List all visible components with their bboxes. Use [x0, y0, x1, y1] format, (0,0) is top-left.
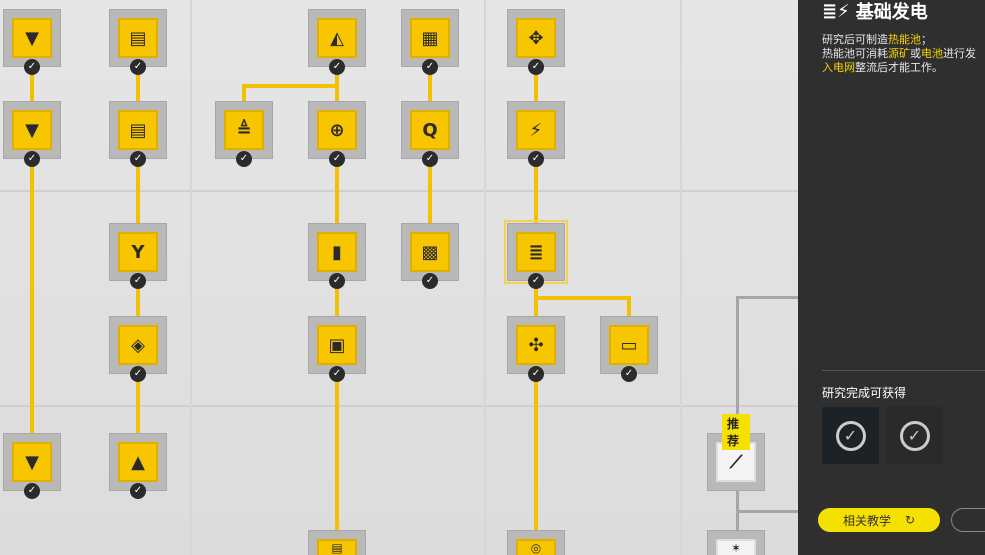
check-icon: ✓ [528, 151, 544, 167]
check-icon: ✓ [130, 59, 146, 75]
tech-icon: ✣ [516, 325, 556, 365]
tech-node[interactable]: Y✓ [109, 223, 167, 289]
tech-node-selected[interactable]: ≣✓ [504, 220, 568, 289]
tech-node[interactable]: ▼✓ [3, 101, 61, 167]
tech-node[interactable]: ▣✓ [308, 316, 366, 382]
grid-line [0, 190, 798, 192]
tech-icon: ✥ [516, 18, 556, 58]
tech-icon: ▲ [118, 442, 158, 482]
check-icon: ✓ [130, 366, 146, 382]
check-icon: ✓ [24, 483, 40, 499]
tech-icon: ▭ [609, 325, 649, 365]
check-icon: ✓ [329, 366, 345, 382]
grid-line [680, 0, 682, 555]
tech-icon: ▼ [12, 110, 52, 150]
tech-icon: ▦ [410, 18, 450, 58]
tutorial-link-icon: ↻ [904, 513, 916, 527]
connector [242, 84, 339, 88]
tech-node[interactable]: ▤✓ [109, 101, 167, 167]
check-icon: ✓ [329, 151, 345, 167]
check-icon: ✓ [422, 273, 438, 289]
grid-line [0, 405, 798, 407]
connector [335, 38, 339, 555]
check-icon: ✓ [130, 483, 146, 499]
connector [30, 38, 34, 462]
tech-icon: ◈ [118, 325, 158, 365]
tech-node-recommended[interactable]: 推荐⟋ [707, 414, 765, 491]
tech-node[interactable]: Q✓ [401, 101, 459, 167]
tech-tree-canvas[interactable]: ▼✓ ▼✓ ▼✓ ▤✓ ▤✓ Y✓ ◈✓ ▲✓ ≜✓ ◭✓ ⊕✓ ▮✓ ▣✓ ▤… [0, 0, 798, 555]
check-circle-icon: ✓ [899, 420, 930, 451]
check-icon: ✓ [24, 59, 40, 75]
check-icon: ✓ [422, 59, 438, 75]
tech-icon: Q [410, 110, 450, 150]
connector [534, 296, 631, 300]
tech-icon: Y [118, 232, 158, 272]
tech-icon: ⚡ [516, 110, 556, 150]
tech-node[interactable]: ⊕✓ [308, 101, 366, 167]
check-icon: ✓ [329, 59, 345, 75]
grid-line [484, 0, 486, 555]
check-icon: ✓ [422, 151, 438, 167]
tech-icon: ▤ [118, 18, 158, 58]
grid-line [190, 0, 192, 555]
tech-icon: ◎ [516, 539, 556, 555]
tech-node[interactable]: ≜✓ [215, 101, 273, 167]
tech-icon: ⊕ [317, 110, 357, 150]
check-icon: ✓ [130, 151, 146, 167]
check-icon: ✓ [236, 151, 252, 167]
check-icon: ✓ [329, 273, 345, 289]
tech-icon: ▼ [12, 18, 52, 58]
tech-icon: ◭ [317, 18, 357, 58]
tech-node[interactable]: ▤✓ [109, 9, 167, 75]
tech-node[interactable]: ◈✓ [109, 316, 167, 382]
tech-icon: ▣ [317, 325, 357, 365]
tech-node[interactable]: ▤ [308, 530, 366, 555]
tech-description: 研究后可制造热能池； 热能池可消耗源矿或电池进行发 入电网整流后才能工作。 [822, 33, 976, 74]
tech-node[interactable]: ▼✓ [3, 9, 61, 75]
secondary-button[interactable] [951, 508, 985, 532]
tutorial-button[interactable]: 相关教学↻ [818, 508, 940, 532]
reward-item[interactable]: ✓ [822, 407, 879, 464]
power-generation-icon: ≣ [516, 232, 556, 272]
tech-node[interactable]: ▩✓ [401, 223, 459, 289]
check-icon: ✓ [24, 151, 40, 167]
power-generation-icon: ≣⚡ [822, 0, 850, 22]
connector-locked [736, 296, 798, 299]
panel-title: ≣⚡基础发电 [822, 0, 928, 24]
tech-node[interactable]: ▲✓ [109, 433, 167, 499]
tech-detail-panel: ≣⚡基础发电 研究后可制造热能池； 热能池可消耗源矿或电池进行发 入电网整流后才… [798, 0, 985, 555]
tech-node[interactable]: ▦✓ [401, 9, 459, 75]
tech-node[interactable]: ▼✓ [3, 433, 61, 499]
check-icon: ✓ [621, 366, 637, 382]
tech-icon: ▼ [12, 442, 52, 482]
check-icon: ✓ [130, 273, 146, 289]
tech-node[interactable]: ✣✓ [507, 316, 565, 382]
tech-icon: ▮ [317, 232, 357, 272]
recommend-badge: 推荐 [722, 414, 750, 450]
connector-locked [736, 510, 798, 513]
tech-icon: ▤ [317, 539, 357, 555]
tech-icon: ✶ [716, 539, 756, 555]
divider [822, 370, 985, 371]
check-circle-icon: ✓ [835, 420, 866, 451]
check-icon: ✓ [528, 273, 544, 289]
tech-node[interactable]: ◎ [507, 530, 565, 555]
tech-icon: ≜ [224, 110, 264, 150]
tech-node[interactable]: ▮✓ [308, 223, 366, 289]
tech-node-locked[interactable]: ✶ [707, 530, 765, 555]
tech-node[interactable]: ✥✓ [507, 9, 565, 75]
tech-node[interactable]: ▭✓ [600, 316, 658, 382]
tech-icon: ▩ [410, 232, 450, 272]
check-icon: ✓ [528, 59, 544, 75]
tech-node[interactable]: ◭✓ [308, 9, 366, 75]
reward-item[interactable]: ✓ [886, 407, 943, 464]
rewards-title: 研究完成可获得 [822, 386, 907, 400]
check-icon: ✓ [528, 366, 544, 382]
tech-node[interactable]: ⚡✓ [507, 101, 565, 167]
tech-icon: ▤ [118, 110, 158, 150]
